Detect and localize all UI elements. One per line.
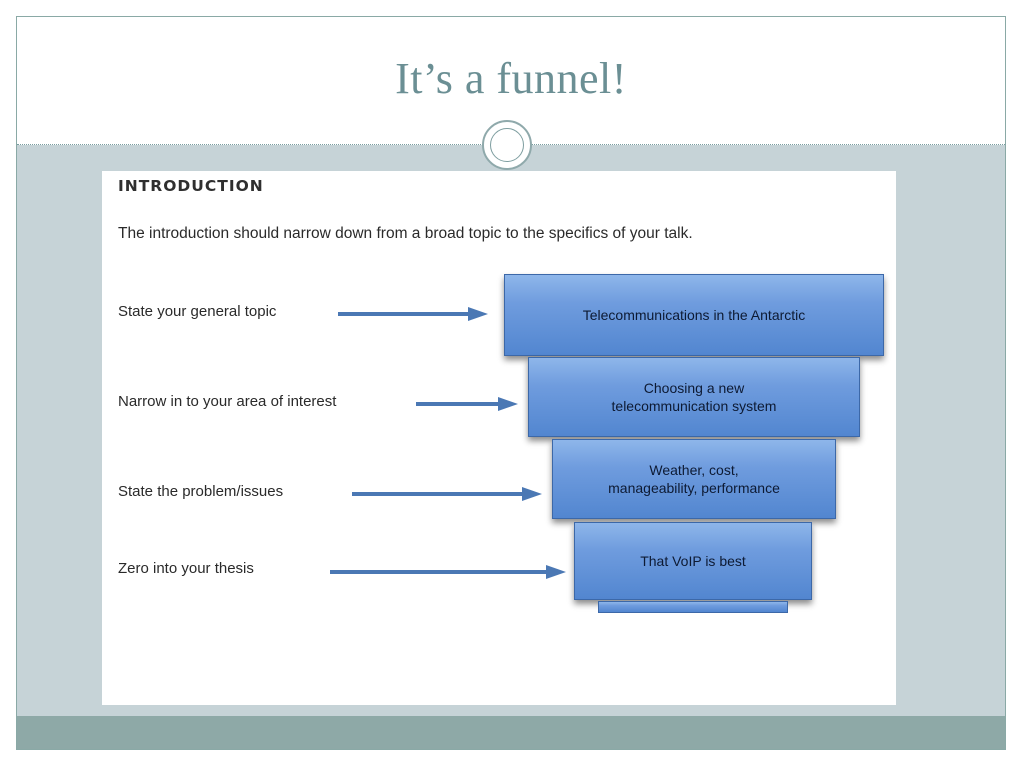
figure-heading: INTRODUCTION — [118, 177, 264, 195]
funnel-box-general-topic: Telecommunications in the Antarctic — [504, 274, 884, 356]
funnel-box-thesis: That VoIP is best — [574, 522, 812, 600]
row-label-problem-issues: State the problem/issues — [118, 483, 284, 500]
arrow-right-icon — [352, 487, 542, 501]
row-label-area-of-interest: Narrow in to your area of interest — [118, 393, 337, 410]
title-ornament-circle — [482, 120, 532, 170]
arrow-right-icon — [338, 307, 488, 321]
row-label-general-topic: State your general topic — [118, 303, 277, 320]
funnel-box-area-of-interest: Choosing a new telecommunication system — [528, 357, 860, 437]
row-label-thesis: Zero into your thesis — [118, 560, 254, 577]
arrow-right-icon — [416, 397, 518, 411]
figure-description: The introduction should narrow down from… — [118, 225, 693, 242]
funnel-box-problem-issues: Weather, cost, manageability, performanc… — [552, 439, 836, 519]
funnel-figure: INTRODUCTION The introduction should nar… — [102, 171, 896, 705]
funnel-tip — [598, 601, 788, 613]
arrow-right-icon — [330, 565, 566, 579]
bottom-band — [17, 716, 1005, 749]
slide-title: It’s a funnel! — [395, 54, 627, 103]
